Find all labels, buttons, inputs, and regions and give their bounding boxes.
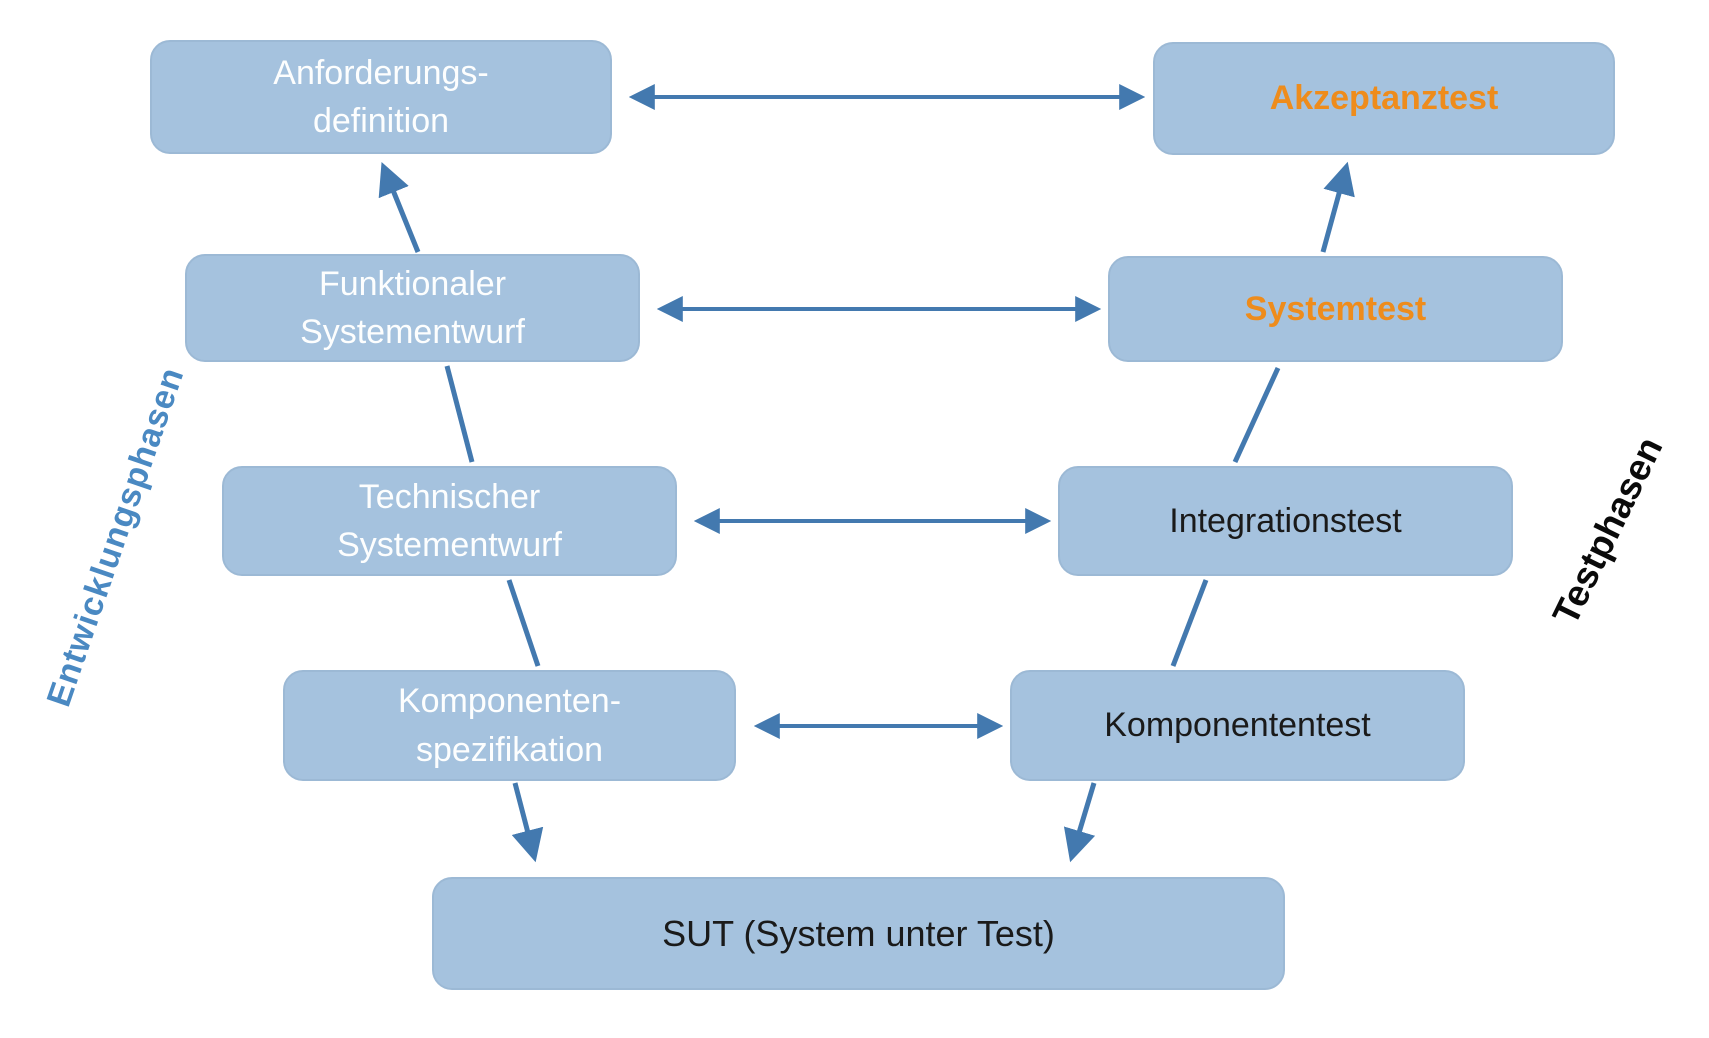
line-komponenten-to-technischer xyxy=(506,579,541,667)
box-technischer-systementwurf: Technischer Systementwurf xyxy=(222,466,677,576)
box-funktionaler-systementwurf-label: Funktionaler Systementwurf xyxy=(300,264,525,351)
box-systemtest: Systemtest xyxy=(1108,256,1563,362)
line-integrationstest-to-systemtest xyxy=(1232,366,1281,464)
box-anforderungsdefinition: Anforderungs- definition xyxy=(150,40,612,154)
box-akzeptanztest: Akzeptanztest xyxy=(1153,42,1615,155)
box-komponententest-label: Komponententest xyxy=(1104,706,1371,745)
arrow-systemtest-to-akzeptanztest xyxy=(1320,161,1355,253)
arrow-komponententest-to-sut xyxy=(1063,782,1097,863)
box-anforderungsdefinition-label: Anforderungs- definition xyxy=(273,53,489,140)
line-technischer-to-funktionaler xyxy=(444,365,475,463)
box-sut-label: SUT (System unter Test) xyxy=(662,912,1055,954)
box-integrationstest: Integrationstest xyxy=(1058,466,1513,576)
arrow-funktionaler-to-anforderung xyxy=(378,161,421,253)
box-sut: SUT (System unter Test) xyxy=(432,877,1285,990)
box-akzeptanztest-label: Akzeptanztest xyxy=(1269,79,1499,118)
box-funktionaler-systementwurf: Funktionaler Systementwurf xyxy=(185,254,640,362)
horizontal-double-arrows xyxy=(628,84,1146,739)
box-komponententest: Komponententest xyxy=(1010,670,1465,781)
box-systemtest-label: Systemtest xyxy=(1244,289,1427,328)
box-komponentenspezifikation-label: Komponenten- spezifikation xyxy=(397,682,622,769)
box-komponentenspezifikation: Komponenten- spezifikation xyxy=(283,670,736,781)
arrow-komponenten-to-sut xyxy=(511,782,544,863)
box-technischer-systementwurf-label: Technischer Systementwurf xyxy=(337,477,562,564)
box-integrationstest-label: Integrationstest xyxy=(1169,501,1402,540)
v-diagonal-connectors xyxy=(378,161,1355,863)
line-komponententest-to-integrationstest xyxy=(1170,579,1209,667)
